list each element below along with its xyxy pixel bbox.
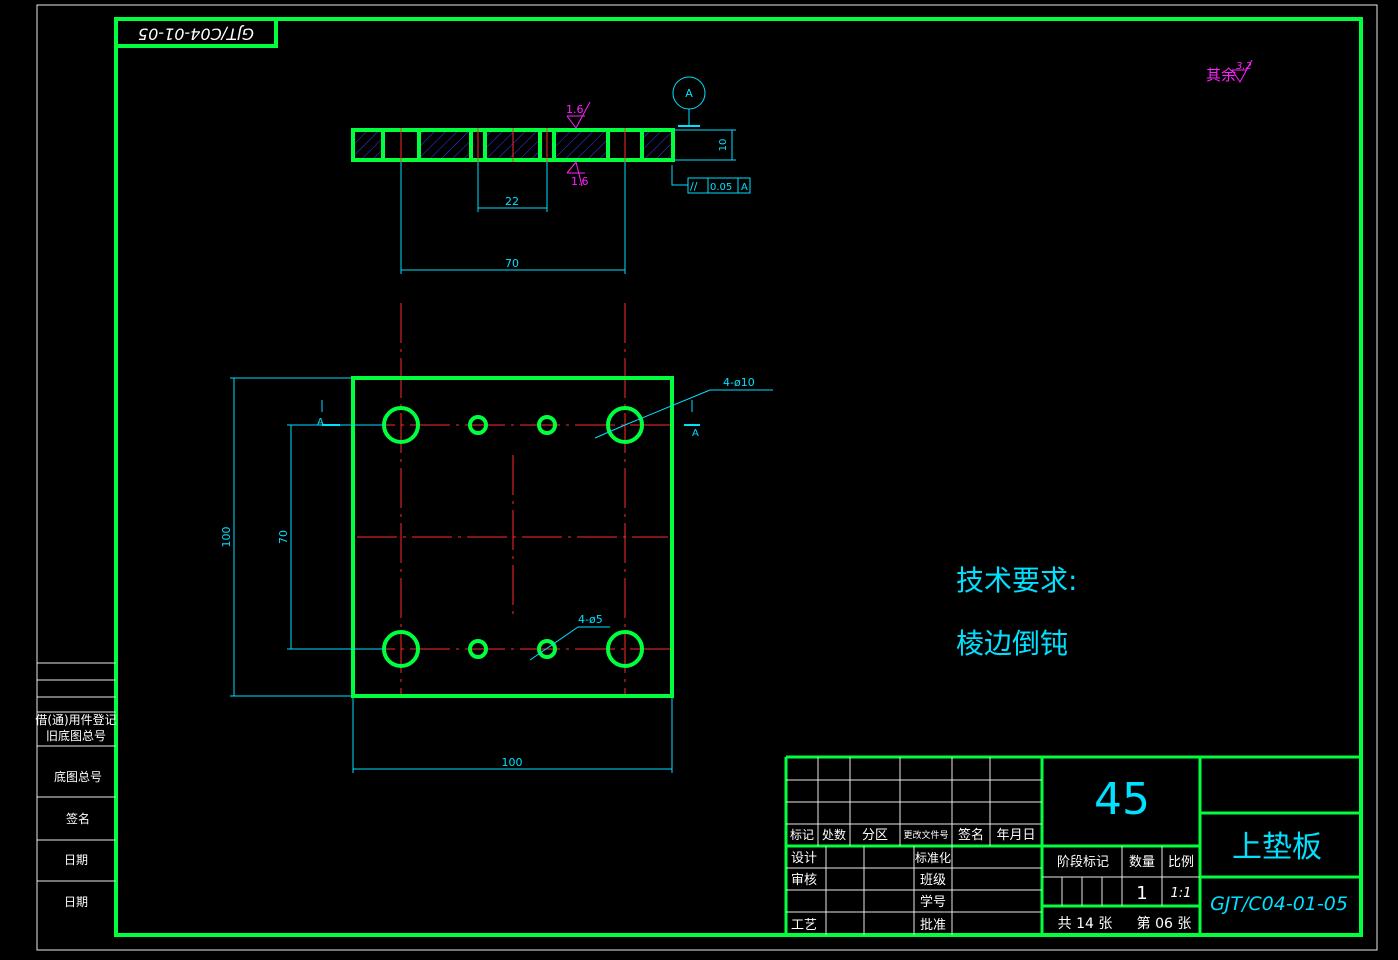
role-student-id: 学号	[920, 894, 946, 910]
rev-header-0: 标记	[790, 828, 814, 842]
stamp-row1: 借(通)用件登记	[35, 712, 116, 727]
tech-req-title: 技术要求:	[956, 564, 1077, 597]
small-hole-callout: 4-ø5	[578, 613, 603, 626]
stamp-row3: 底图总号	[54, 769, 102, 784]
big-hole-tr	[606, 406, 644, 444]
tolerance-frame	[687, 177, 751, 194]
outer-border	[36, 4, 1378, 951]
stamp-row2: 旧底图总号	[46, 728, 106, 743]
stage-header-2: 比例	[1168, 855, 1194, 870]
tolerance-symbol: //	[690, 180, 698, 193]
small-hole-1	[468, 415, 488, 435]
stage-header-1: 数量	[1129, 855, 1155, 870]
stage-header-0: 阶段标记	[1057, 855, 1109, 870]
tolerance-value: 0.05	[710, 182, 732, 193]
rev-header-5: 年月日	[996, 828, 1035, 843]
dim-width: 100	[502, 756, 523, 769]
roughness-top: 1.6	[566, 103, 584, 116]
rev-header-2: 分区	[862, 828, 888, 843]
role-standard: 标准化	[915, 851, 951, 865]
surface-finish-value: 3.2	[1236, 61, 1252, 72]
thickness-dim: 10	[718, 139, 729, 152]
dim-hole-spacing: 22	[505, 195, 519, 208]
part-name: 上垫板	[1232, 830, 1322, 865]
rev-header-4: 签名	[958, 827, 984, 843]
dim-outer-spacing: 70	[505, 257, 519, 270]
role-design: 设计	[791, 851, 817, 866]
surface-finish-note: 其余 3.2	[1206, 59, 1253, 84]
scale: 1:1	[1171, 886, 1192, 901]
rev-header-1: 处数	[822, 827, 846, 842]
tolerance-datum: A	[741, 182, 748, 193]
surface-finish-label: 其余	[1206, 66, 1236, 84]
inner-frame	[114, 17, 1363, 937]
mirrored-number-box: GJT/C04-01-05	[114, 17, 278, 48]
quantity: 1	[1136, 883, 1147, 904]
mirrored-drawing-number: GJT/C04-01-05	[138, 25, 254, 44]
role-review: 审核	[791, 873, 817, 888]
small-hole-3	[468, 639, 488, 659]
roughness-bottom: 1.6	[571, 175, 589, 188]
section-view: 1.6 1.6 A 10 // 0.05 A 22 70	[351, 76, 751, 274]
plan-view: 4-ø10 4-ø5 A A 100 70 100	[220, 303, 773, 773]
title-block: 标记 处数 分区 更改文件号 签名 年月日 设计 审核 工艺 标准化 班级 学号…	[784, 755, 1361, 935]
dim-height: 100	[220, 527, 233, 548]
roughness-symbol	[1231, 59, 1253, 83]
role-approve: 批准	[920, 918, 946, 933]
section-mark-left: A	[317, 417, 324, 428]
tech-req-line1: 棱边倒钝	[956, 627, 1068, 660]
dim-inner-height: 70	[277, 530, 290, 544]
rev-header-3: 更改文件号	[903, 829, 948, 841]
big-hole-callout: 4-ø10	[723, 376, 755, 389]
stamp-row5: 日期	[64, 853, 88, 867]
big-hole-br	[606, 630, 644, 668]
title-drawing-number: GJT/C04-01-05	[1210, 893, 1348, 915]
big-hole-tl	[382, 406, 420, 444]
total-sheets: 共 14 张	[1058, 916, 1113, 932]
datum-label: A	[685, 87, 693, 100]
role-process: 工艺	[791, 918, 817, 933]
sheet-number: 第 06 张	[1137, 915, 1192, 932]
section-mark-right: A	[692, 428, 699, 439]
stamp-row4: 签名	[66, 811, 90, 826]
small-hole-2	[537, 415, 557, 435]
left-stamp-table: 借(通)用件登记 旧底图总号 底图总号 签名 日期 日期	[35, 662, 117, 909]
plate-outline	[351, 376, 674, 698]
role-class: 班级	[920, 873, 946, 888]
stamp-row6: 日期	[64, 895, 88, 909]
big-hole-bl	[382, 630, 420, 668]
small-hole-4	[537, 639, 557, 659]
material: 45	[1094, 774, 1150, 825]
